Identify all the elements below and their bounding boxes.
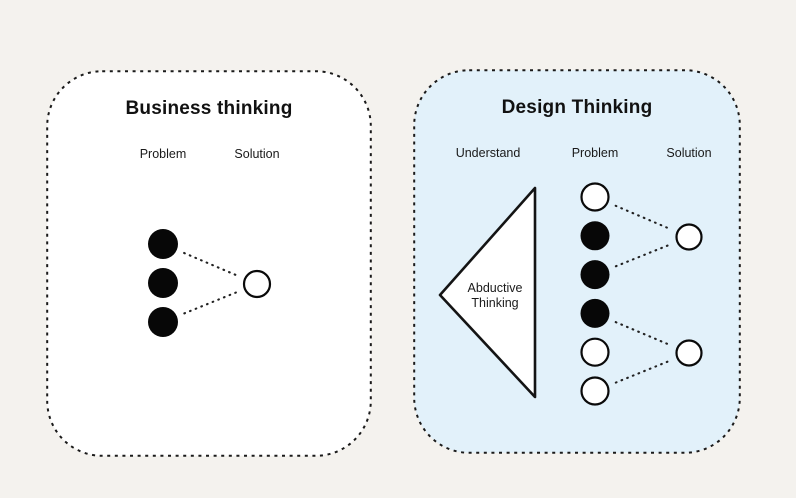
problem-dot-filled	[580, 260, 610, 290]
business-thinking-panel: Business thinking Problem Solution	[46, 70, 372, 457]
abductive-triangle	[438, 186, 537, 399]
business-title: Business thinking	[125, 98, 293, 119]
design-title: Design Thinking	[501, 97, 653, 118]
abductive-thinking-label-line2: Thinking	[471, 296, 519, 310]
problem-dot-filled	[148, 268, 178, 298]
abductive-thinking-label-line1: Abductive	[467, 281, 523, 295]
problem-dot-filled	[580, 298, 610, 328]
problem-dot-outline	[580, 376, 610, 406]
problem-dot-filled	[148, 307, 178, 337]
problem-dot-filled	[580, 221, 610, 251]
connector-dotted-line	[614, 204, 671, 230]
column-label-solution: Solution	[666, 146, 712, 160]
solution-dot-outline	[675, 223, 703, 251]
problem-dot-filled	[148, 229, 178, 259]
panel-dashed-border	[413, 69, 741, 454]
connector-dotted-line	[614, 360, 671, 384]
column-label-problem: Problem	[571, 146, 619, 160]
abductive-thinking-label: Abductive Thinking	[450, 281, 540, 311]
panel-dashed-border	[46, 70, 372, 457]
column-label-understand: Understand	[455, 146, 521, 160]
solution-dot-outline	[675, 339, 703, 367]
solution-dot-outline	[242, 269, 272, 299]
design-diagram-svg	[413, 69, 741, 454]
column-label-problem: Problem	[139, 147, 187, 161]
problem-dot-outline	[580, 182, 610, 212]
design-thinking-panel: Design Thinking Understand Problem Solut…	[413, 69, 741, 454]
connector-dotted-line	[614, 321, 671, 346]
column-label-solution: Solution	[234, 147, 280, 161]
problem-dot-outline	[580, 337, 610, 367]
business-diagram-svg	[46, 70, 372, 457]
